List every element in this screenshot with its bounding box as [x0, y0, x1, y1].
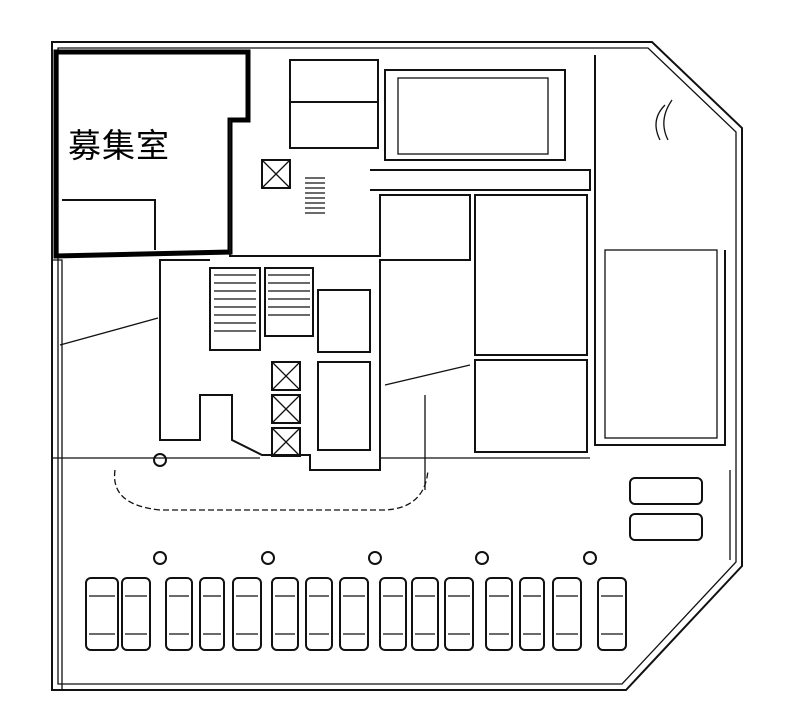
left-windows [52, 259, 731, 690]
parked-car [444, 577, 474, 651]
parked-car [597, 577, 627, 651]
sub-room [62, 199, 156, 250]
toilet-room-2 [289, 101, 379, 149]
right-column-room [594, 55, 726, 446]
parked-car [85, 577, 119, 651]
lobby-dashed [113, 469, 429, 511]
elevator-icon [261, 159, 291, 189]
stairs [214, 177, 325, 332]
elevator-icon [271, 427, 301, 457]
right-hall [604, 249, 718, 439]
parked-car [121, 577, 151, 651]
elevator-icon [271, 361, 301, 391]
column [153, 551, 167, 565]
room-mid [474, 194, 588, 356]
core-walls [159, 120, 471, 471]
room-top-right-inner [397, 77, 549, 155]
parked-car [519, 577, 545, 651]
spiral-stair [655, 99, 673, 141]
columns [153, 453, 597, 565]
column [368, 551, 382, 565]
shaft-2 [317, 361, 371, 451]
column [153, 453, 167, 467]
parked-car [552, 577, 582, 651]
parked-car [232, 577, 262, 651]
parked-car [485, 577, 513, 651]
parked-car [379, 577, 407, 651]
car-right-1 [629, 477, 703, 505]
stair-core-2 [264, 267, 314, 337]
parked-car [199, 577, 225, 651]
elevator-icon [271, 394, 301, 424]
parking [85, 577, 627, 651]
car-right-2 [629, 513, 703, 541]
column [475, 551, 489, 565]
stair-core [209, 267, 261, 351]
parked-car [339, 577, 369, 651]
corridor [370, 169, 591, 191]
parked-car [271, 577, 299, 651]
toilet-room-1 [289, 59, 379, 103]
shaft [317, 289, 371, 353]
building-outline-inner [57, 47, 737, 685]
parked-car [165, 577, 193, 651]
column [261, 551, 275, 565]
parked-car [411, 577, 439, 651]
room-low [474, 359, 588, 453]
highlighted-room-label: 募集室 [66, 126, 172, 166]
building-outline [51, 41, 743, 691]
parked-car [305, 577, 333, 651]
partition [52, 317, 590, 490]
column [583, 551, 597, 565]
elevators [261, 159, 301, 457]
room-top-right [384, 69, 566, 161]
